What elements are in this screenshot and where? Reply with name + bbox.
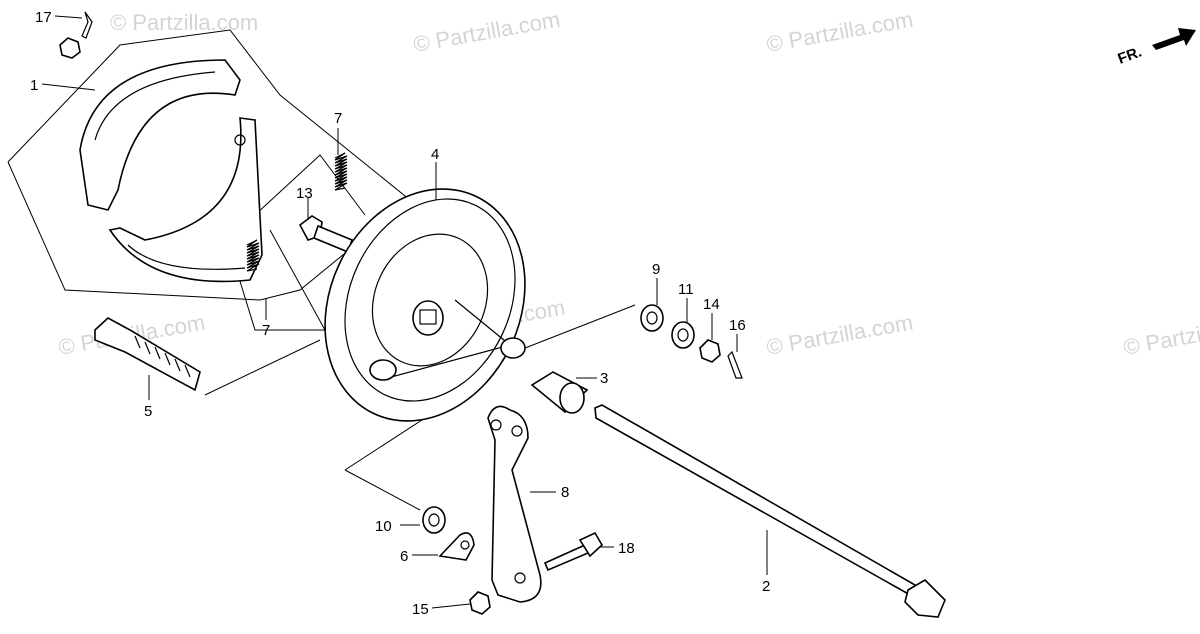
- part-cotter-pin-16: [727, 350, 743, 379]
- part-brake-arm: [487, 405, 542, 603]
- callout-14: 14: [703, 296, 720, 313]
- callout-9: 9: [652, 261, 660, 278]
- part-brake-cam: [94, 317, 201, 392]
- part-washer-11: [671, 321, 695, 349]
- part-cotter-pin-17: [81, 11, 93, 39]
- callout-5: 5: [144, 403, 152, 420]
- callout-11: 11: [678, 281, 694, 298]
- part-indicator-plate-6: [438, 532, 475, 561]
- part-nut-15: [469, 591, 491, 615]
- part-brake-shoe: [79, 59, 263, 283]
- part-nut-14: [699, 339, 721, 363]
- arrow-icon: [1152, 28, 1196, 50]
- part-bolt-13: [298, 215, 353, 254]
- callout-labels: 17 1 7 4 13 9 11 14 16 7 3 5 8 10 6 18 2…: [30, 9, 770, 618]
- callout-15: 15: [412, 601, 429, 618]
- front-label: FR.: [1116, 44, 1145, 68]
- callout-16: 16: [729, 317, 746, 334]
- leader-lines: [41, 15, 768, 609]
- callout-10: 10: [375, 518, 392, 535]
- part-collar: [530, 371, 589, 414]
- watermark: © Partzilla.com: [110, 10, 258, 35]
- part-washer-10: [422, 506, 446, 534]
- callout-2: 2: [762, 578, 770, 595]
- callout-7-upper: 7: [334, 110, 342, 127]
- callout-13: 13: [296, 185, 313, 202]
- watermarks: © Partzilla.com © Partzilla.com © Partzi…: [57, 7, 1200, 360]
- callout-6: 6: [400, 548, 408, 565]
- part-axle: [594, 404, 946, 618]
- callout-1: 1: [30, 77, 38, 94]
- part-spring-lower: [246, 239, 260, 272]
- watermark: © Partzilla.com: [765, 310, 915, 360]
- part-bolt-18: [543, 531, 604, 572]
- watermark: © Partzilla.com: [765, 7, 915, 57]
- callout-17: 17: [35, 9, 52, 26]
- callout-8: 8: [561, 484, 569, 501]
- front-direction-arrow: FR.: [1116, 28, 1196, 68]
- part-spring-upper: [334, 152, 348, 191]
- callout-4: 4: [431, 146, 439, 163]
- part-washer-9: [640, 304, 664, 332]
- callout-3: 3: [600, 370, 608, 387]
- watermark: © Partzilla.com: [1122, 310, 1200, 360]
- callout-18: 18: [618, 540, 635, 557]
- watermark: © Partzilla.com: [412, 7, 562, 57]
- part-nut-17: [59, 37, 81, 59]
- part-brake-panel: [324, 188, 526, 422]
- callout-7-lower: 7: [262, 322, 270, 339]
